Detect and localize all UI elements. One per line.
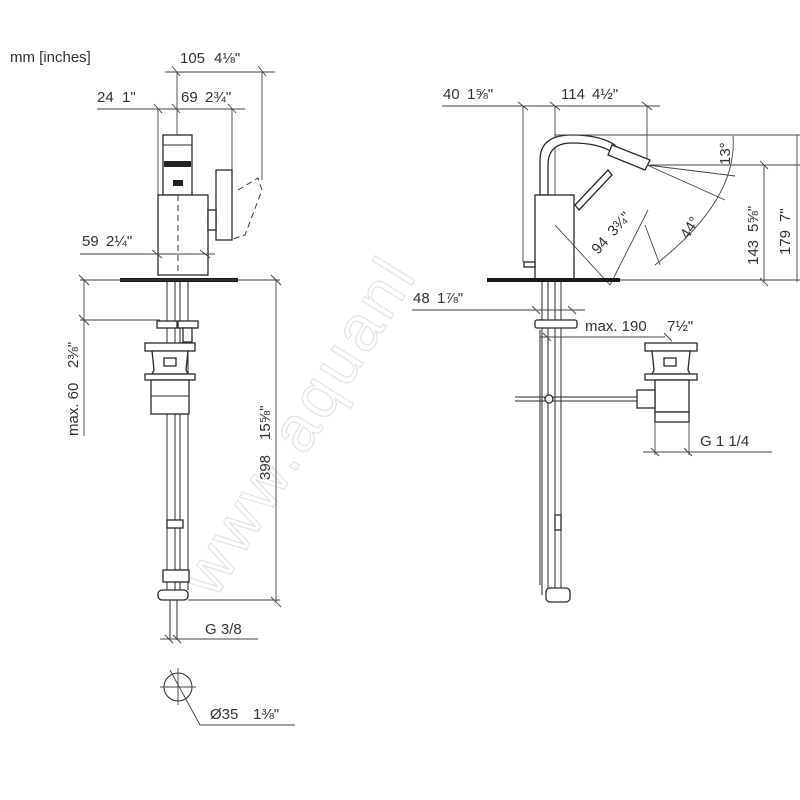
watermark: www.aquanl	[165, 243, 431, 609]
dim-spout-reach-in: 4½"	[592, 86, 618, 103]
dim-swivel-radius-in: 3¾"	[604, 209, 634, 240]
dim-drain-connection: G 1 1/4	[700, 433, 749, 450]
dim-tilt-angle: 13°	[717, 142, 734, 165]
dim-outlet-height-mm: 143	[745, 240, 762, 265]
dim-overall-height-in: 7"	[777, 208, 794, 222]
dim-outlet-height-in: 5⅝"	[745, 206, 762, 232]
dim-hose-length-mm: 398	[257, 455, 274, 480]
dim-hole-diameter-mm: Ø35	[210, 706, 238, 723]
dim-swivel-radius-mm: 94	[588, 234, 612, 258]
dim-base-diameter-mm: 48	[413, 290, 430, 307]
dim-spout-offset-mm: 24	[97, 89, 114, 106]
dim-max-thickness-in: 2⅜"	[65, 342, 82, 368]
dim-spout-offset-in: 1"	[122, 89, 136, 106]
dim-overall-width-mm: 105	[180, 50, 205, 67]
dim-body-height-in: 2¼"	[106, 233, 132, 250]
dim-body-height-mm: 59	[82, 233, 99, 250]
dim-spout-reach-mm: 114	[561, 86, 585, 103]
dim-overall-width-in: 4⅛"	[214, 50, 240, 67]
dim-base-diameter-in: 1⅞"	[437, 290, 463, 307]
left-faucet-view: 105 4⅛" 24 1" 69 2¾" 59 2¼"	[65, 50, 295, 726]
dim-handle-width-in: 2¾"	[205, 89, 231, 106]
dim-handle-width-mm: 69	[181, 89, 198, 106]
dim-rear-offset-mm: 40	[443, 86, 460, 103]
dim-swivel-angle: 44°	[677, 214, 703, 242]
dim-max-thickness-mm: max. 60	[65, 383, 82, 436]
dim-hose-length-in: 15⅝"	[257, 405, 274, 440]
dim-overall-height-mm: 179	[777, 230, 794, 255]
units-label: mm [inches]	[10, 49, 91, 66]
dim-connection: G 3/8	[205, 621, 242, 638]
right-faucet-view: 40 1⅝" 114 4½" 13° 44° 94 3¾" 143 5⅝" 17…	[412, 86, 800, 603]
dim-rear-offset-in: 1⅝"	[467, 86, 493, 103]
dim-max-drain-reach-in: 7½"	[667, 318, 693, 335]
dim-hole-diameter-in: 1⅜"	[253, 706, 279, 723]
dim-max-drain-reach-mm: max. 190	[585, 318, 647, 335]
